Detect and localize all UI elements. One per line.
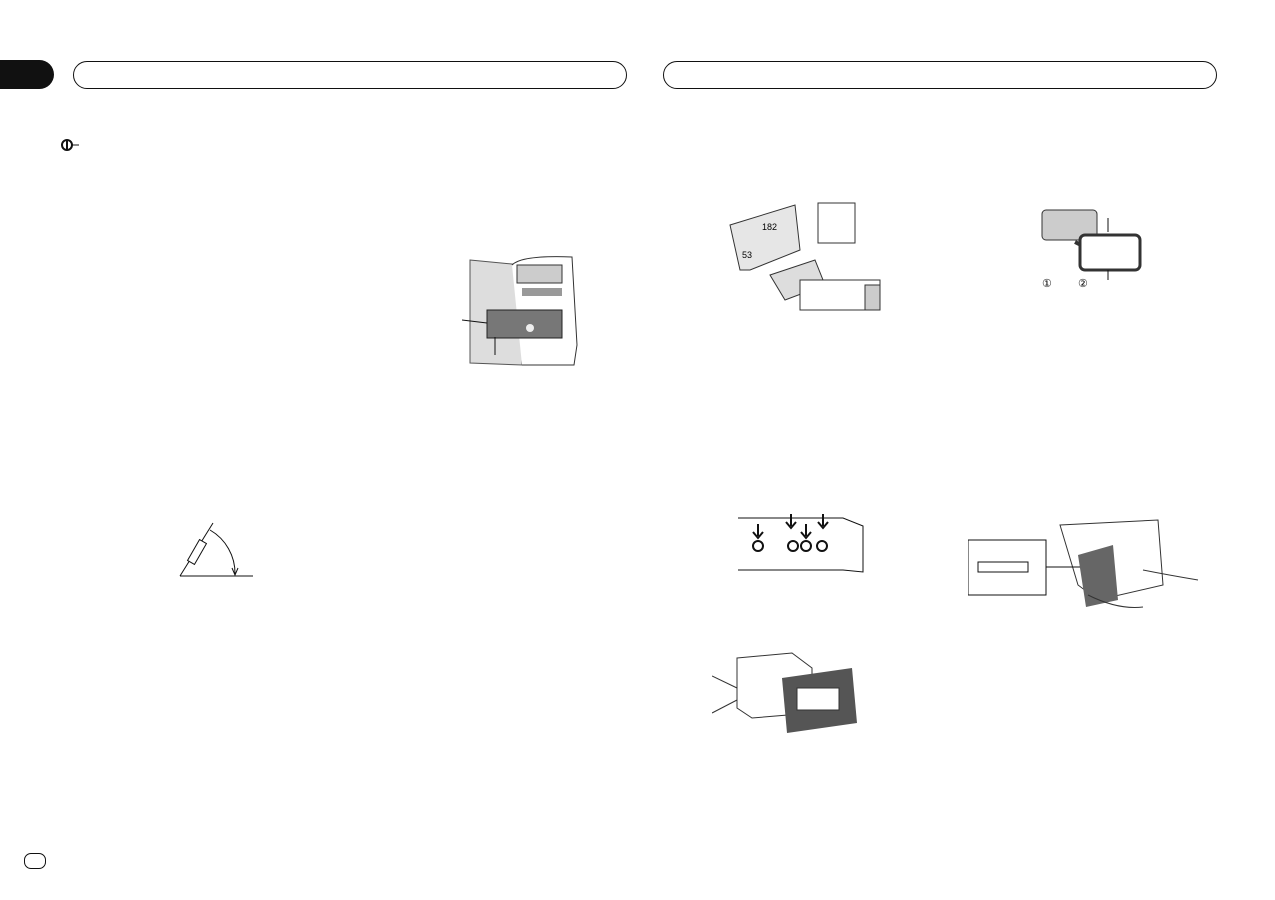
dashboard-illustration: [462, 256, 578, 366]
mounting-sleeve-illustration: 182 53: [729, 202, 881, 311]
height-label: 53: [742, 250, 752, 260]
page-number-badge: [24, 853, 46, 869]
removal-illustration: [968, 519, 1199, 608]
rear-jacks-illustration: [738, 514, 864, 573]
front-panel-illustration: ① ②: [1041, 209, 1142, 290]
label-1: ①: [1042, 278, 1052, 290]
right-page-header: [663, 61, 1217, 89]
width-label: 182: [762, 222, 777, 232]
screw-mount-illustration: [712, 652, 857, 733]
important-plug-icon: [61, 139, 79, 151]
section-tab: [0, 60, 54, 89]
mounting-angle-illustration: [179, 522, 253, 577]
left-page-header: [73, 61, 627, 89]
label-2: ②: [1078, 278, 1088, 290]
